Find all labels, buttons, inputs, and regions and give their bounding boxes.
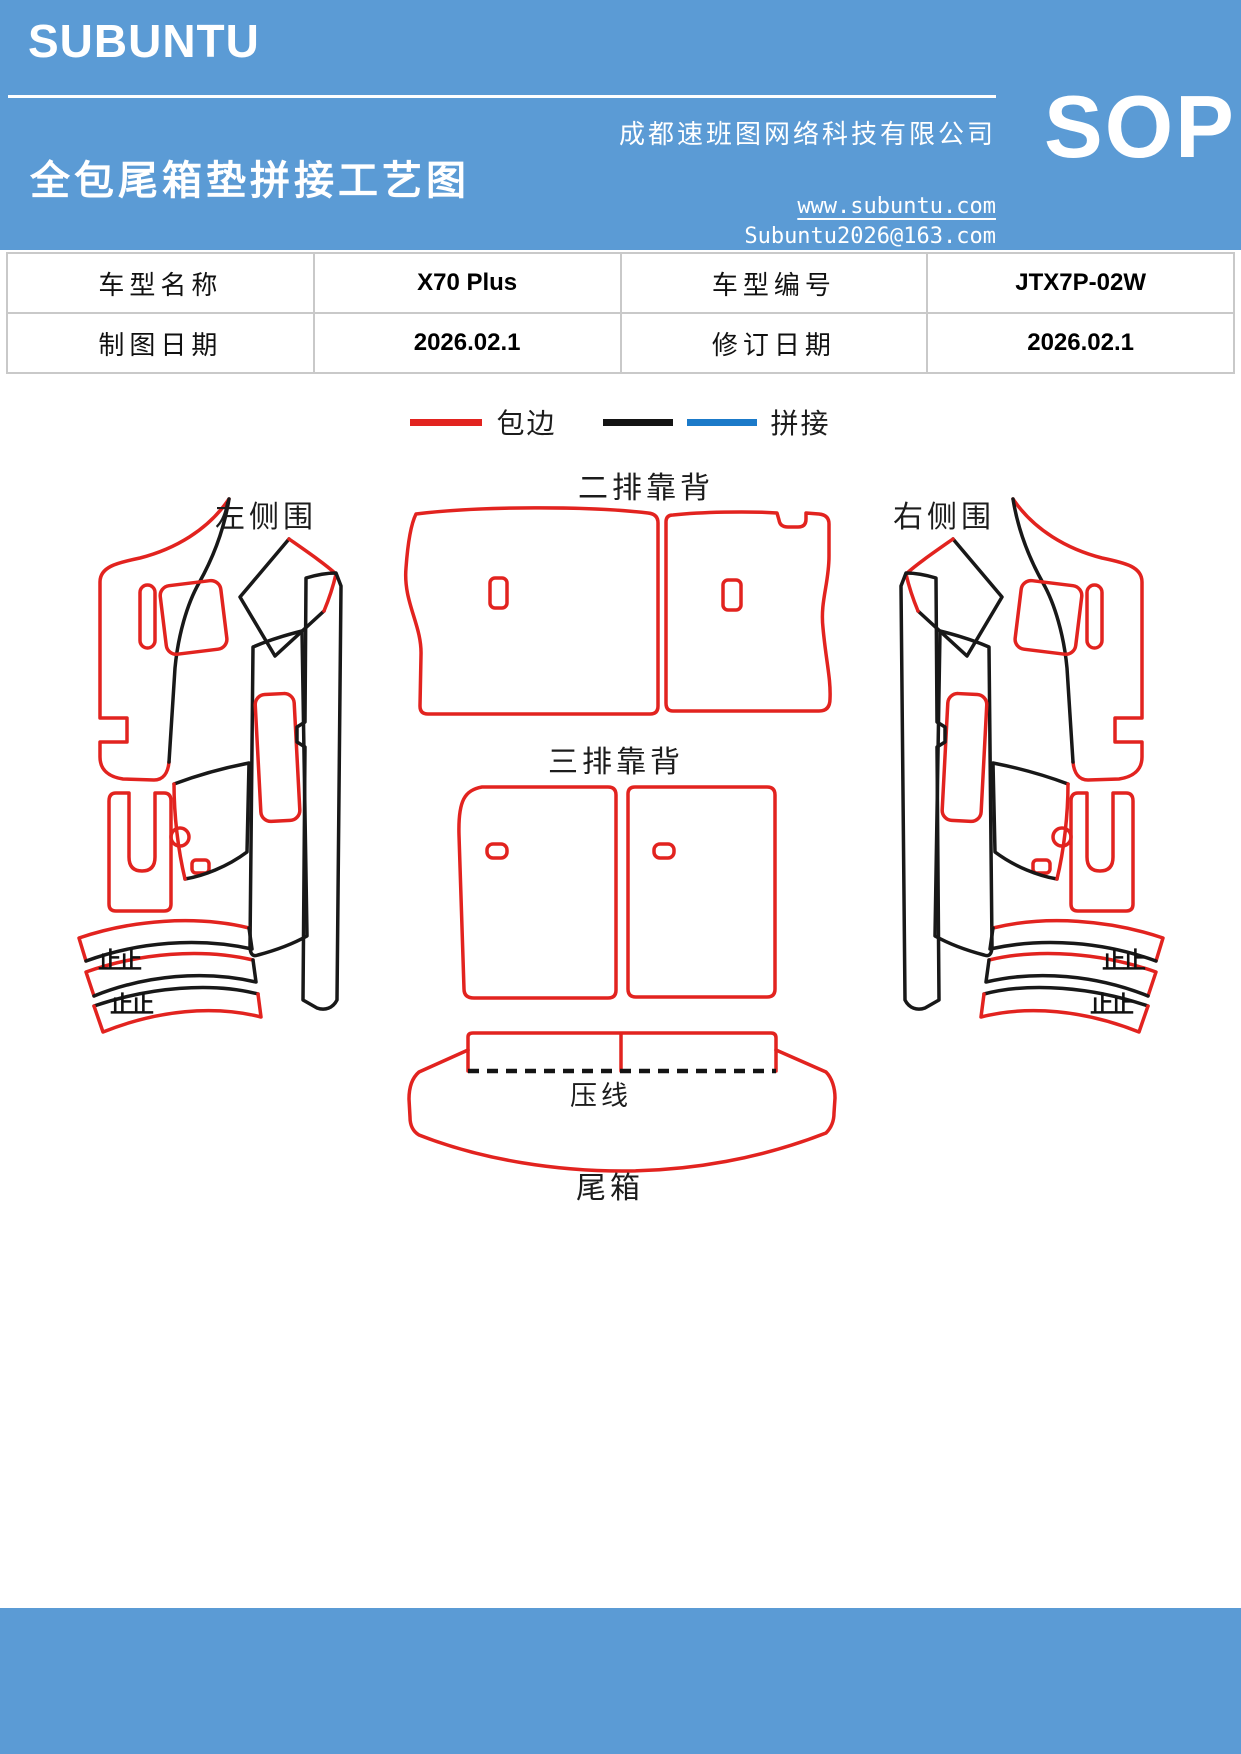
label-second-row: 二排靠背: [578, 472, 714, 505]
second-row-right-slot: [721, 578, 743, 612]
sop-label: SOP: [1044, 77, 1236, 176]
second-row-left-panel: [403, 506, 660, 716]
label-left-side: 左侧围: [215, 501, 317, 534]
notch-marks: 止止: [1102, 948, 1146, 973]
legend: 包边 拼接: [0, 402, 1241, 442]
right-side-group: [899, 497, 1165, 1034]
vehicle-code-value: JTX7P-02W: [926, 252, 1235, 314]
notch-marks: 止止: [98, 948, 142, 973]
table-row: 车型名称 X70 Plus 车型编号 JTX7P-02W: [6, 252, 1235, 314]
legend-edge-swatch: [410, 418, 483, 426]
draw-date-label: 制图日期: [6, 312, 315, 374]
header-company-name: 成都速班图网络科技有限公司: [618, 120, 996, 149]
header: SUBUNTU 全包尾箱垫拼接工艺图 成都速班图网络科技有限公司 www.sub…: [0, 0, 1241, 250]
revise-date-label: 修订日期: [619, 312, 929, 374]
vehicle-code-label: 车型编号: [619, 252, 929, 314]
notch-marks: 止止: [110, 992, 154, 1017]
notch-marks: 止止: [1090, 992, 1134, 1017]
vehicle-name-label: 车型名称: [6, 252, 315, 314]
label-right-side: 右侧围: [893, 501, 995, 534]
legend-splice-label: 拼接: [770, 409, 831, 440]
third-row-left-panel: [457, 785, 618, 1000]
header-email: Subuntu2026@163.com: [744, 224, 996, 249]
table-row: 制图日期 2026.02.1 修订日期 2026.02.1: [6, 312, 1235, 374]
revise-date-value: 2026.02.1: [926, 312, 1235, 374]
vehicle-name-value: X70 Plus: [312, 252, 622, 314]
left-side-group: [77, 497, 343, 1034]
third-row-right-slot: [652, 842, 676, 860]
legend-edge-label: 包边: [496, 409, 557, 440]
third-row-left-slot: [485, 842, 509, 860]
label-press-line: 压线: [570, 1081, 632, 1111]
trunk-flaps: [466, 1031, 778, 1073]
header-divider: [8, 95, 996, 98]
draw-date-value: 2026.02.1: [312, 312, 622, 374]
legend-splice-blue-swatch: [686, 418, 757, 426]
page-title: 全包尾箱垫拼接工艺图: [30, 158, 470, 203]
brand-logo: SUBUNTU: [28, 15, 260, 67]
label-third-row: 三排靠背: [548, 746, 684, 779]
third-row-right-panel: [626, 785, 777, 999]
trunk-body: [407, 1048, 837, 1173]
legend-splice-black-swatch: [602, 418, 673, 426]
header-website-link[interactable]: www.subuntu.com: [797, 194, 996, 219]
info-table: 车型名称 X70 Plus 车型编号 JTX7P-02W 制图日期 2026.0…: [6, 252, 1235, 374]
second-row-left-slot: [488, 576, 509, 610]
footer: 成都速班图网络科技有限公司 www.subuntu.com: [0, 1608, 1241, 1754]
label-trunk: 尾箱: [576, 1172, 644, 1205]
second-row-right-panel: [664, 510, 832, 713]
